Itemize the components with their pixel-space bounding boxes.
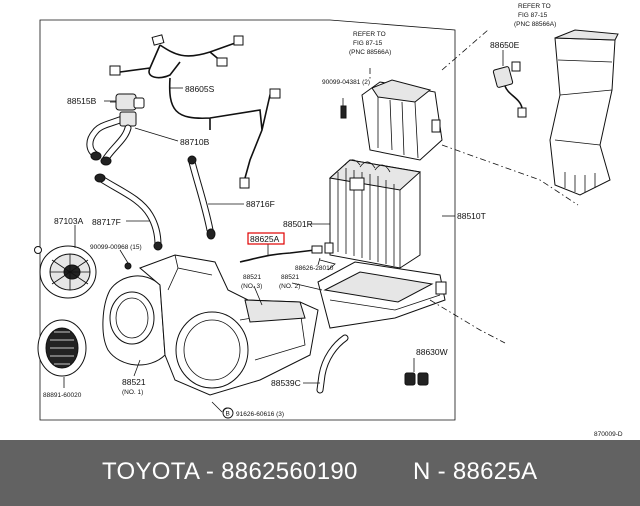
label-88605s: 88605S [185, 84, 215, 94]
blower-motor-87103a [34, 245, 97, 299]
label-88626-28010: 88626-28010 [295, 265, 334, 272]
footer-brand-number: TOYOTA - 8862560190 [102, 458, 358, 485]
filter-88891-60020 [37, 319, 87, 377]
blower-case-88521-no1 [102, 275, 166, 366]
label-88521-no1-number: 88521 [122, 377, 146, 387]
label-88625a: 88625A [250, 234, 280, 244]
blower-housing [139, 254, 319, 417]
ref-line-right [441, 144, 579, 206]
label-88515b: 88515B [67, 96, 97, 106]
label-91626-60616: 91626-60616 (3) [236, 411, 284, 418]
tube-88710b [86, 111, 137, 166]
label-87103a: 87103A [54, 216, 84, 226]
bolt-90099-04381 [340, 98, 347, 119]
refer-right-line1: REFER TO [518, 3, 551, 10]
connector-88515b [110, 93, 145, 111]
label-88891-60020: 88891-60020 [43, 392, 82, 399]
parts-diagram: REFER TO FIG 87-15 (PNC 88566A) REFER TO… [34, 3, 623, 438]
label-88716f: 88716F [246, 199, 275, 209]
label-88539c: 88539C [271, 378, 301, 388]
wire-harness-88605s [109, 34, 281, 189]
thermistor-88625a [239, 242, 336, 271]
refer-right-line3: (PNC 88566A) [514, 21, 556, 28]
label-88650e: 88650E [490, 40, 520, 50]
footer-part-code: N - 88625A [413, 458, 538, 485]
refer-left-line1: REFER TO [353, 31, 386, 38]
label-88521-no2-number: 88521 [281, 274, 299, 281]
hose-88717f [94, 173, 163, 251]
footer-bar: TOYOTA - 8862560190 N - 88625A [0, 440, 640, 506]
clip-88630w [404, 372, 429, 386]
evaporator-88501r [328, 159, 422, 269]
ref-line-top-right [441, 29, 489, 71]
label-90099-04381: 90099-04381 (2) [322, 79, 370, 86]
label-88521-no1-sub: (NO. 1) [122, 389, 143, 396]
refer-left-line3: (PNC 88566A) [349, 49, 391, 56]
duct-assembly [549, 29, 619, 196]
label-88510t: 88510T [457, 211, 486, 221]
leader-lines [63, 50, 504, 413]
bolt-marker-letter: B [226, 411, 230, 418]
label-90099-00968: 90099-00968 (15) [90, 244, 142, 251]
screw-90099-00968 [119, 249, 132, 270]
diagram-code: 870009-D [594, 431, 623, 438]
drain-hose-88539c [316, 334, 349, 394]
label-88501r: 88501R [283, 219, 313, 229]
label-88521-no3-sub: (NO. 3) [241, 283, 262, 290]
label-88710b: 88710B [180, 137, 210, 147]
label-88521-no3-number: 88521 [243, 274, 261, 281]
label-88521-no2-sub: (NO. 2) [279, 283, 300, 290]
upper-unit [361, 79, 443, 161]
sensor-88650e [492, 61, 527, 118]
label-88717f: 88717F [92, 217, 121, 227]
bolt-marker [222, 407, 234, 419]
highlight-box-88625a [247, 232, 285, 245]
hose-88716f [187, 155, 216, 240]
refer-right-line2: FIG 87-15 [518, 12, 548, 19]
ref-line-lower [429, 299, 506, 344]
lower-case-88521-no2 [317, 261, 447, 329]
refer-left-line2: FIG 87-15 [353, 40, 383, 47]
label-88630w: 88630W [416, 347, 448, 357]
